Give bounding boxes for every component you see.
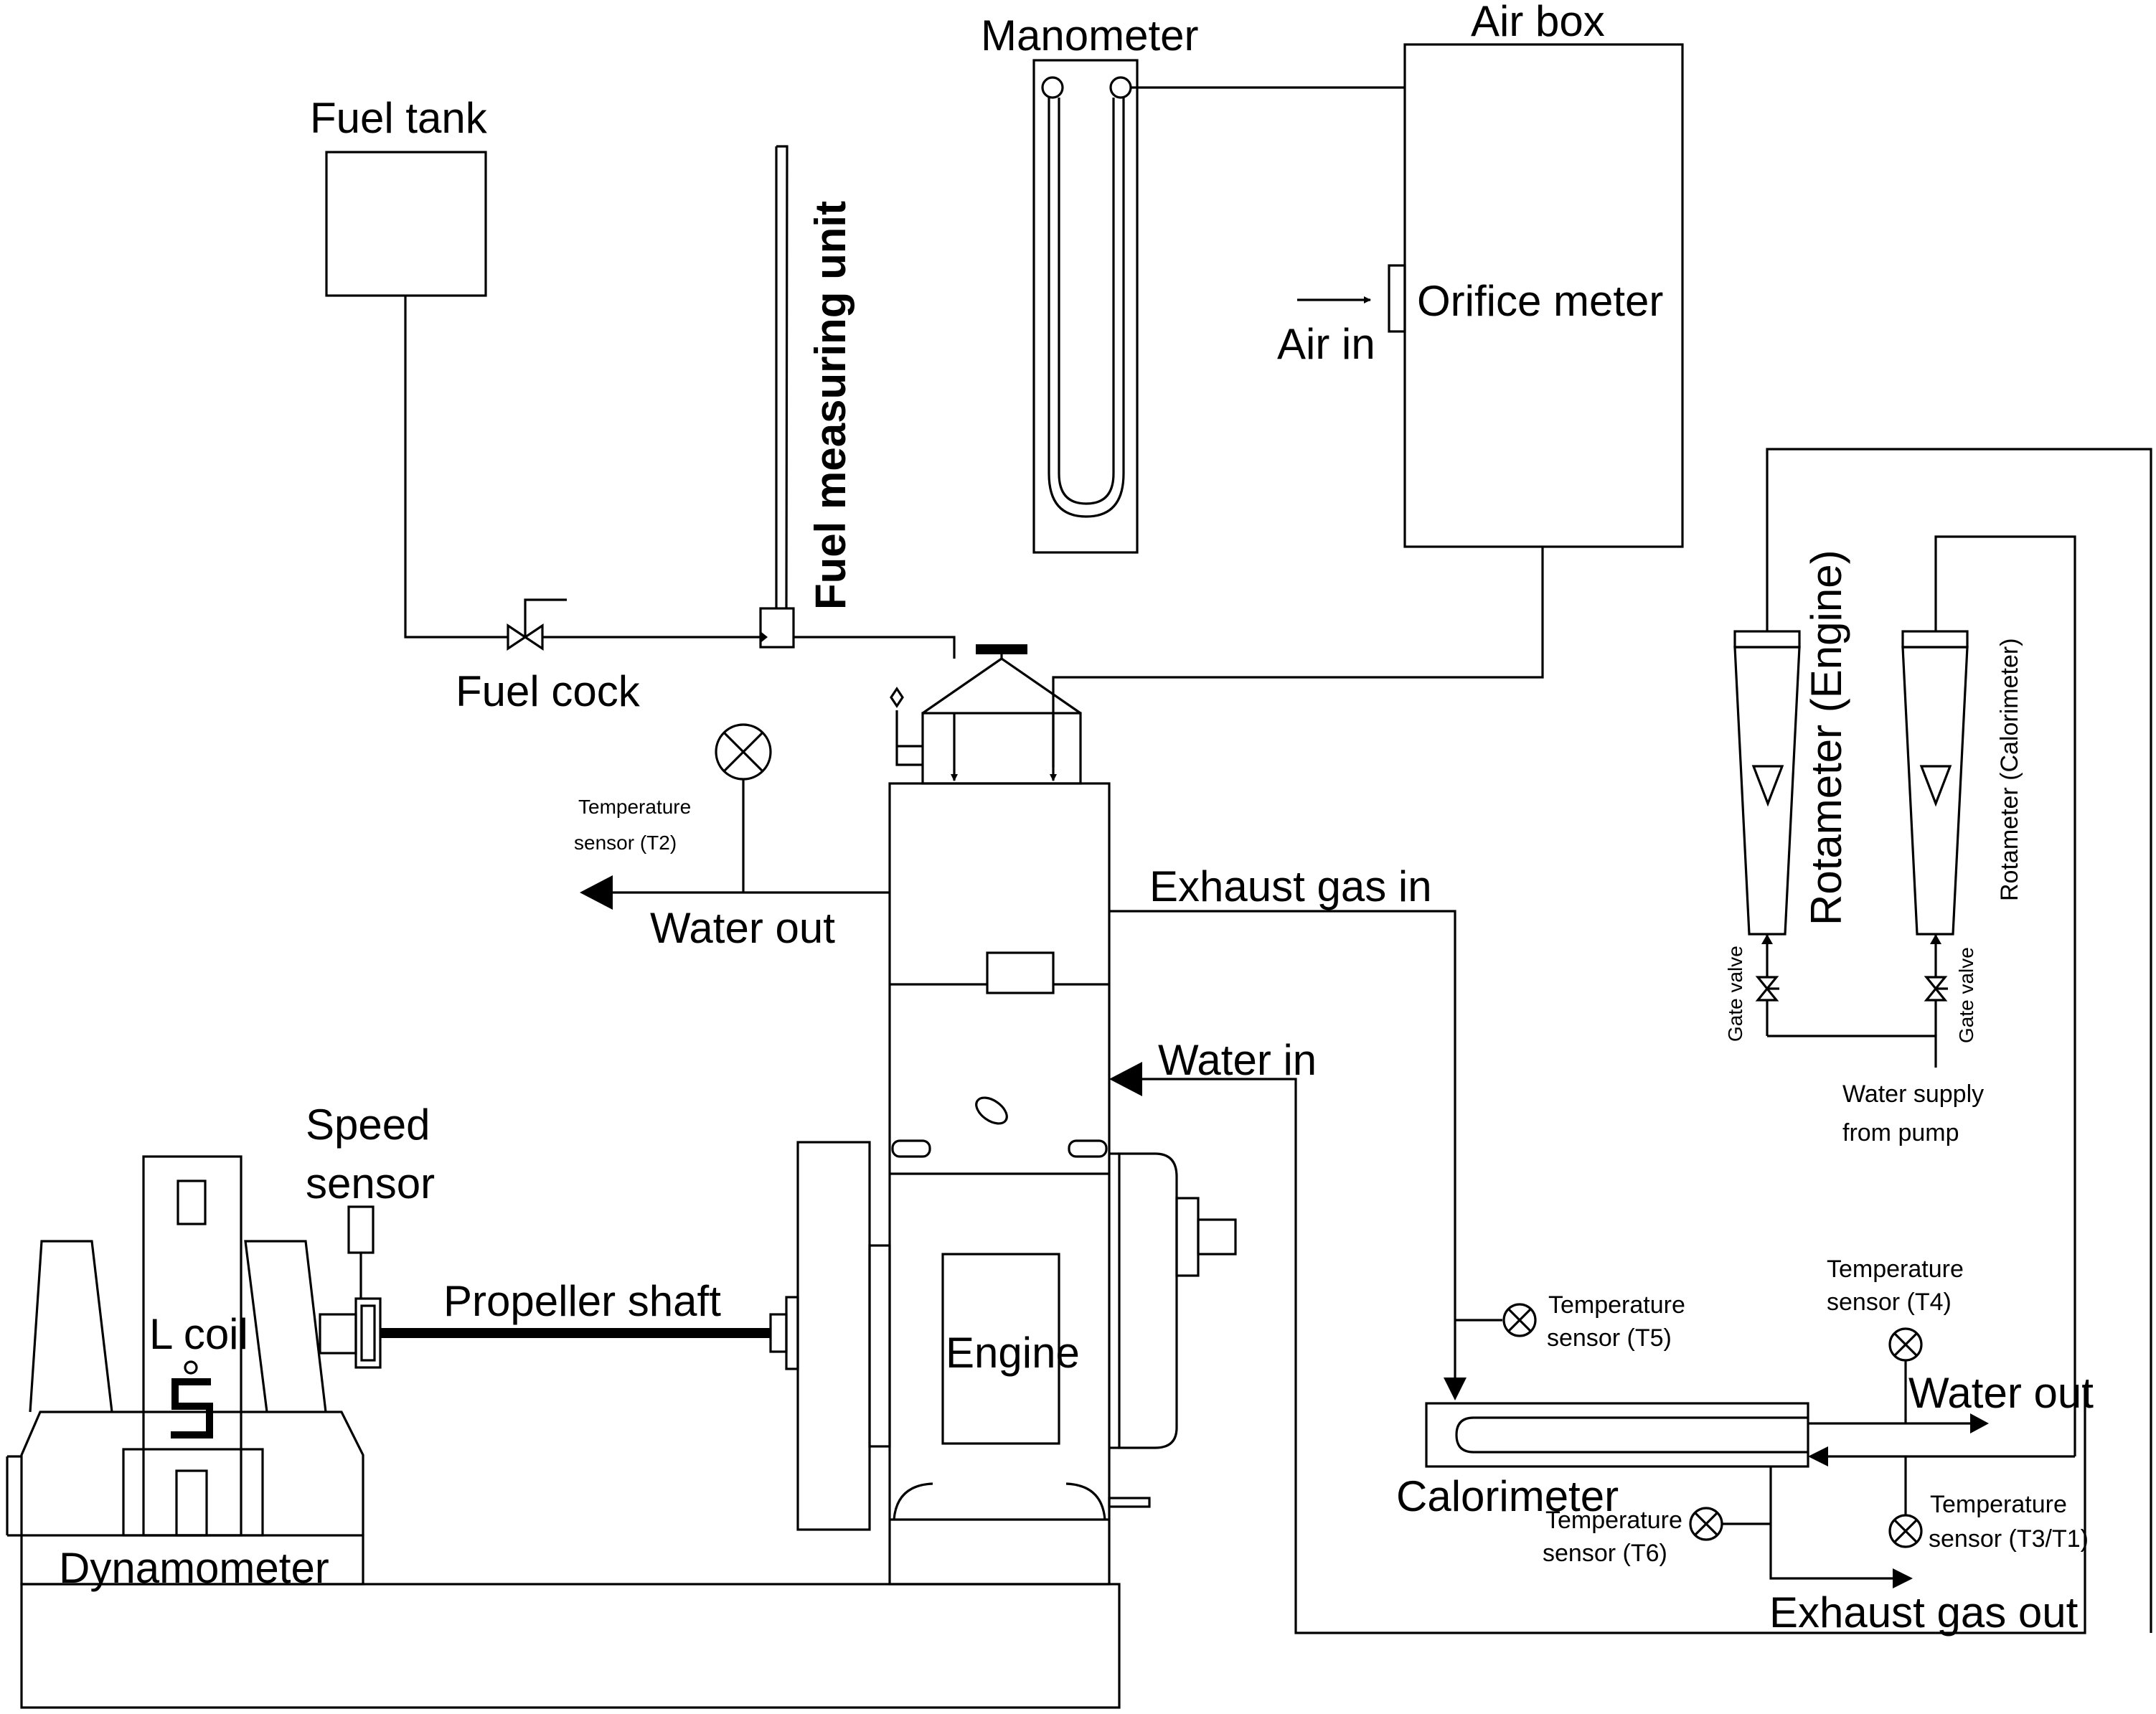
- speed-sensor: Speed sensor: [306, 1101, 435, 1369]
- fuel-tank: Fuel tank: [310, 94, 488, 297]
- temp-t2-label-1: Temperature: [578, 796, 691, 818]
- air-box-label: Air box: [1471, 0, 1605, 45]
- engine-label: Engine: [946, 1329, 1080, 1377]
- fuel-measuring-unit: Fuel measuring unit: [759, 145, 855, 649]
- engine-end-cover: [1108, 1152, 1237, 1508]
- temp-t2-label-2: sensor (T2): [574, 832, 677, 854]
- gate-valve-right-label: Gate valve: [1955, 947, 1977, 1043]
- exhaust-gas-in-label: Exhaust gas in: [1149, 862, 1432, 910]
- calorimeter: Calorimeter Temperature sensor (T4) Wate…: [1396, 1256, 2094, 1637]
- l-coil-label: L coil: [149, 1310, 248, 1358]
- manometer-label: Manometer: [981, 11, 1198, 60]
- rotameter-engine: Rotameter (Engine): [1733, 448, 2152, 1633]
- water-out-engine-label: Water out: [650, 904, 835, 952]
- propeller-shaft-label: Propeller shaft: [443, 1277, 721, 1325]
- engine-body: Engine: [888, 782, 1111, 1586]
- temp-t6-label-2: sensor (T6): [1543, 1540, 1667, 1567]
- air-box: Air box Orifice meter Air in: [1052, 0, 1684, 768]
- gate-valves: Gate valve Gate valve Water supply from …: [1724, 934, 1984, 1146]
- temp-t4-label-2: sensor (T4): [1827, 1289, 1952, 1316]
- water-out-cal-label: Water out: [1908, 1369, 2094, 1417]
- dynamometer-label: Dynamometer: [59, 1544, 329, 1592]
- water-in-label: Water in: [1158, 1036, 1317, 1084]
- fuel-line: [404, 296, 956, 659]
- exhaust-gas-out-label: Exhaust gas out: [1769, 1588, 2079, 1637]
- orifice-meter-label: Orifice meter: [1417, 277, 1663, 325]
- temp-t5-label-1: Temperature: [1548, 1291, 1685, 1319]
- temp-t6-label-1: Temperature: [1545, 1507, 1682, 1534]
- engine-water-out: Temperature sensor (T2) Water out: [574, 723, 890, 952]
- engine-water-in: Water in: [1109, 1036, 2086, 1634]
- speed-sensor-label-2: sensor: [306, 1159, 435, 1207]
- rotameter-engine-label: Rotameter (Engine): [1802, 550, 1850, 926]
- fuel-cock-valve: Fuel cock: [456, 598, 641, 715]
- water-supply-label-2: from pump: [1842, 1119, 1959, 1146]
- calorimeter-label: Calorimeter: [1396, 1472, 1619, 1520]
- temp-t4-label-1: Temperature: [1827, 1256, 1964, 1283]
- air-in-label: Air in: [1277, 320, 1375, 368]
- dynamometer: Dynamometer L coil: [6, 1155, 364, 1592]
- speed-sensor-label-1: Speed: [306, 1101, 430, 1149]
- exhaust-gas-line: Exhaust gas in Temperature sensor (T5): [1109, 862, 1685, 1400]
- rotameter-calorimeter-label: Rotameter (Calorimeter): [1996, 638, 2023, 901]
- flywheel: [796, 1141, 891, 1531]
- manometer: Manometer: [981, 11, 1405, 554]
- temp-t3t1-label-1: Temperature: [1930, 1491, 2067, 1518]
- propeller-shaft: Propeller shaft: [380, 1277, 799, 1370]
- fuel-cock-label: Fuel cock: [456, 667, 641, 715]
- temp-t3t1-label-2: sensor (T3/T1): [1929, 1525, 2089, 1553]
- rotameter-calorimeter: Rotameter (Calorimeter): [1901, 535, 2076, 1456]
- water-supply-label-1: Water supply: [1842, 1080, 1984, 1108]
- base-plate: [20, 1583, 1121, 1709]
- engine-head: [890, 644, 1082, 785]
- gate-valve-left-label: Gate valve: [1724, 946, 1746, 1042]
- fuel-measuring-unit-label: Fuel measuring unit: [806, 201, 855, 610]
- temp-t5-label-2: sensor (T5): [1547, 1324, 1672, 1352]
- fuel-tank-label: Fuel tank: [310, 94, 488, 142]
